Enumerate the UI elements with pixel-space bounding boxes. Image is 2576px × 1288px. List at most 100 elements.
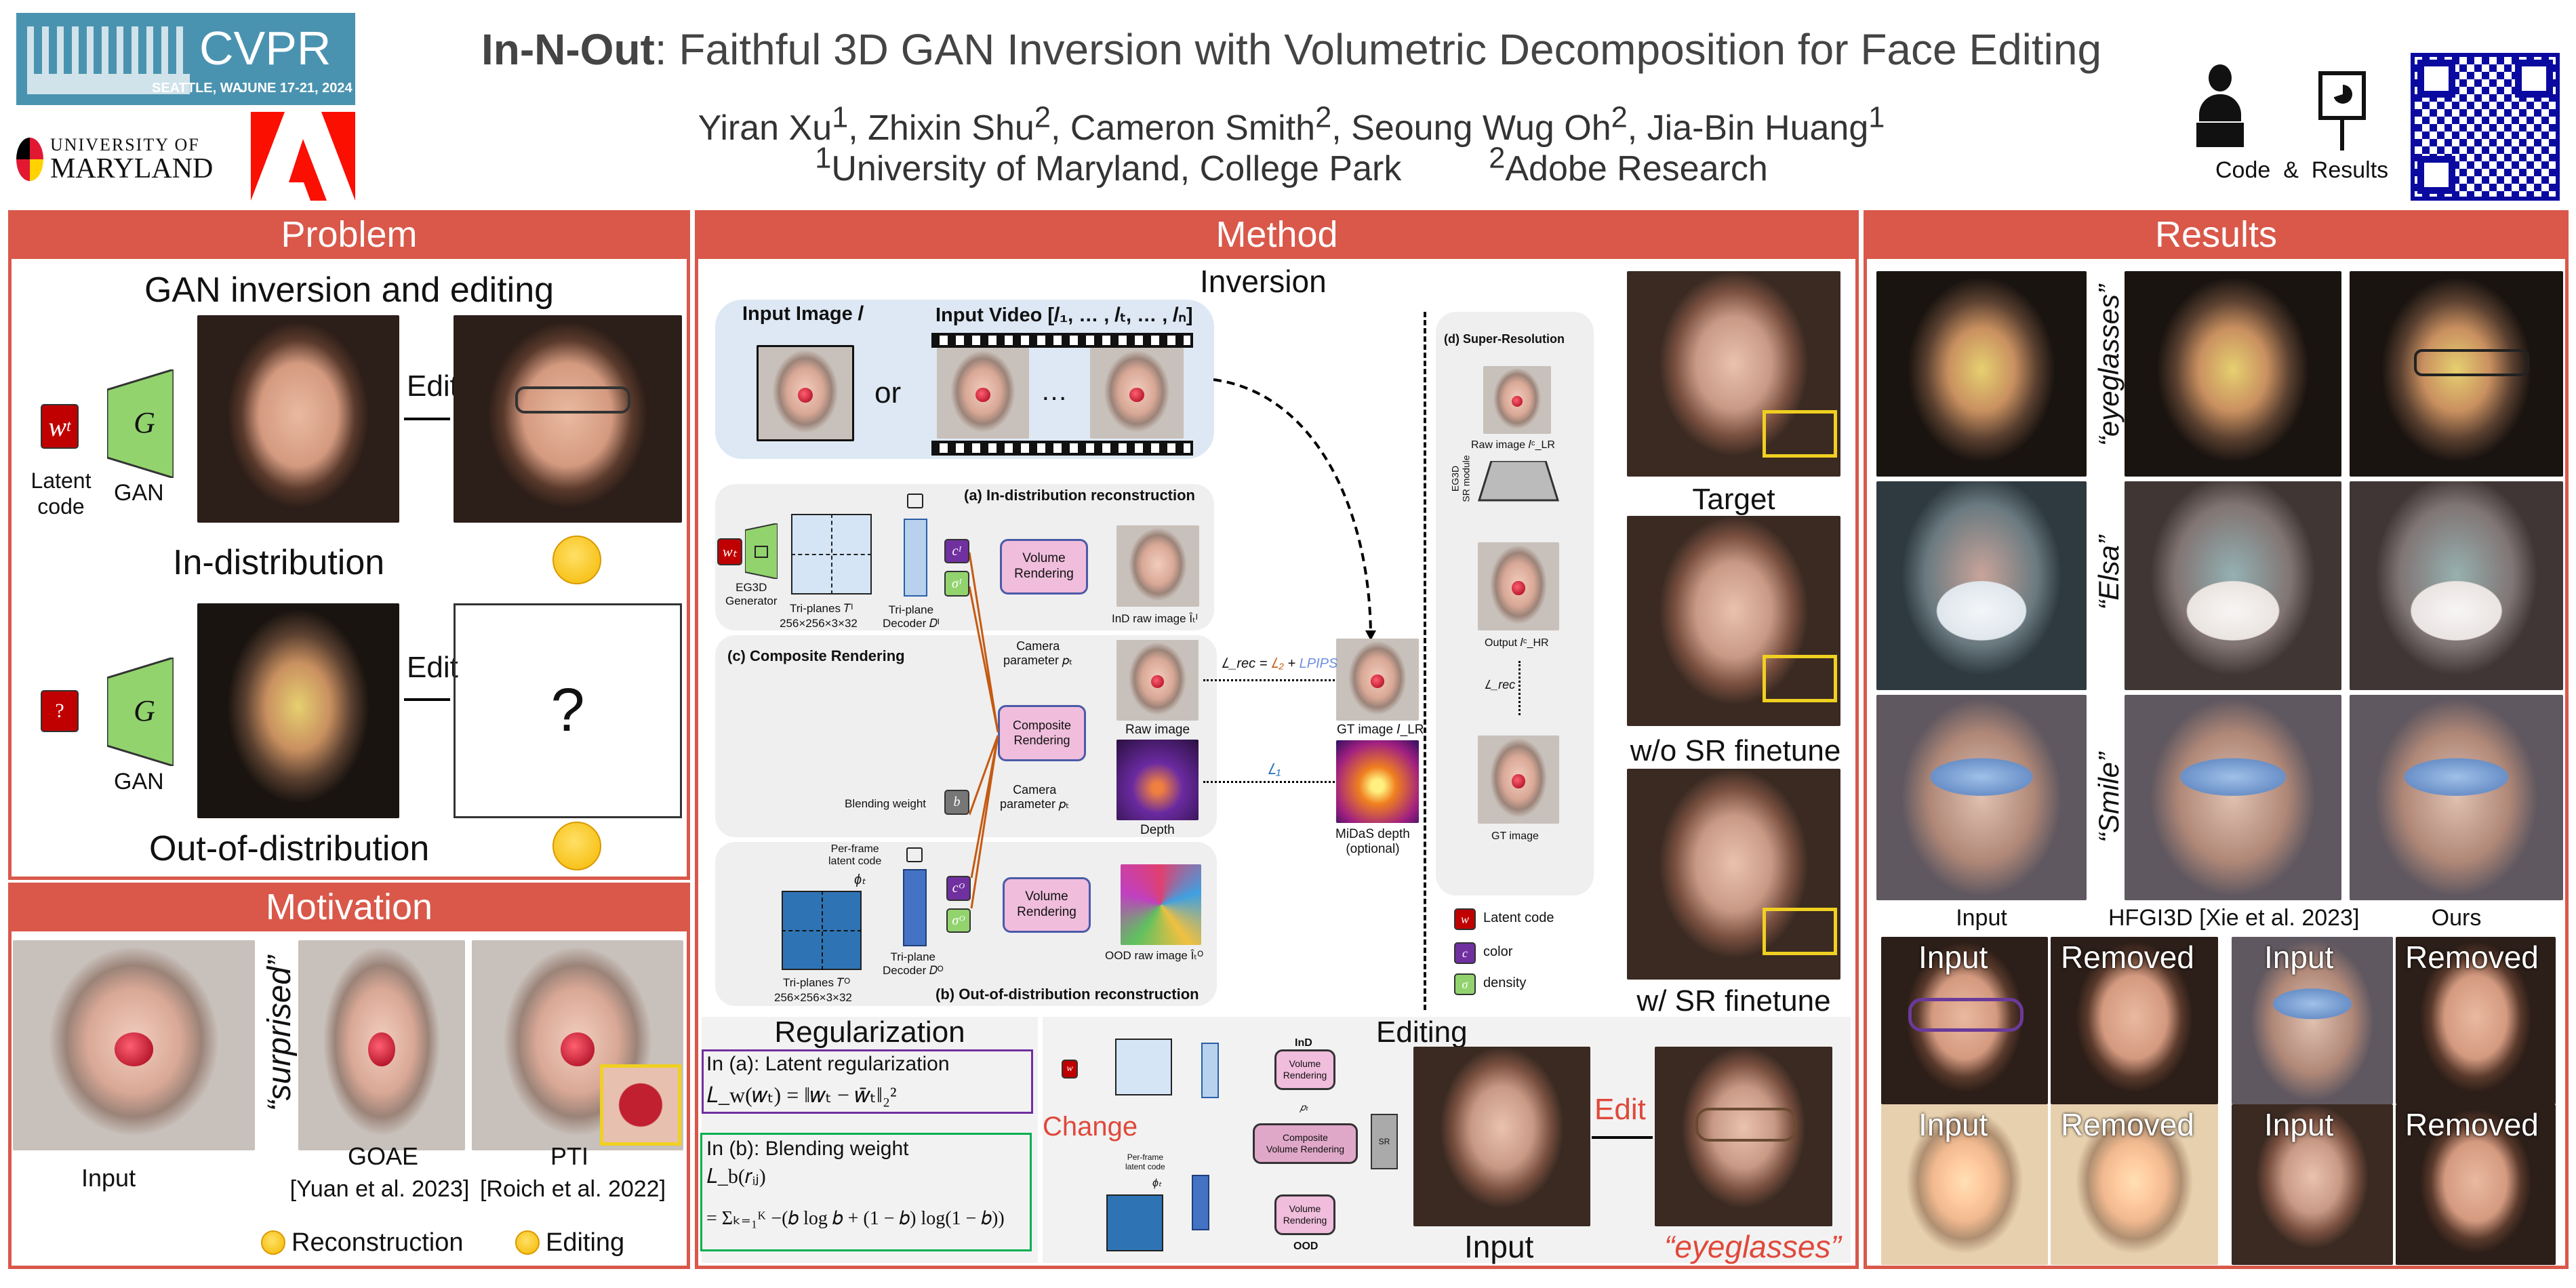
video-frame-1 [937,348,1029,439]
sr-without-finetune-image [1627,516,1840,726]
removal-removed-3 [2396,937,2556,1104]
per-frame-label: Per-frame latent code [828,843,882,867]
sr-title: (d) Super-Resolution [1444,332,1565,346]
author: Jia-Bin Huang1 [1647,102,1885,148]
gt-image-label: GT image 𝐼_LR [1337,723,1424,737]
gan-symbol: G [134,406,155,439]
developer-icon[interactable] [2196,64,2244,153]
inversion-title: Inversion [1200,264,1327,299]
removal-removed-1 [2051,937,2218,1104]
legend-density-label: density [1483,975,1527,990]
goae-label: GOAE [347,1142,419,1170]
problem-subtitle: GAN inversion and editing [144,270,555,310]
in-dist-edited-photo [454,315,682,523]
triplanes-in-dims: 256×256×3×32 [780,617,858,630]
editing-edit-label: Edit [1594,1093,1646,1126]
depth-image [1116,740,1199,820]
removal-input-3 [2232,937,2393,1104]
legend-latent-swatch: w [1454,908,1476,930]
l1-label: 𝐿₁ [1268,761,1281,778]
lock-icon [907,494,923,508]
removal-removed-2 [2051,1104,2218,1265]
affiliation: 1University of Maryland, College Park [815,142,1402,189]
sr-module-label: EG3D SR module [1449,455,1472,502]
volume-rendering-in: Volume Rendering [1000,539,1088,595]
code-link[interactable]: Code [2215,157,2271,183]
regularization-title: Regularization [774,1015,965,1049]
result-input-3 [1876,695,2087,900]
edit-decoder-in [1201,1043,1219,1098]
sr-with-finetune-label: w/ SR finetune [1636,984,1831,1018]
pti-cite: [Roich et al. 2022] [479,1176,666,1202]
frown-face-icon [515,1230,540,1255]
unknown-latent-box: ? [41,690,79,732]
ellipsis: … [1041,376,1068,406]
out-dist-label: Out-of-distribution [149,829,430,868]
panel-a-title: (a) In-distribution reconstruction [964,487,1195,504]
cvpr-name: CVPR [199,22,331,75]
cvpr-location: SEATTLE, WA [152,81,242,96]
gt-image [1336,639,1419,721]
cvpr-dates: JUNE 17-21, 2024 [240,81,353,96]
result-ours-1 [2350,271,2563,477]
color-in-box: cᴵ [944,539,969,563]
midas-depth-image [1336,740,1419,823]
panel-b-title: (b) Out-of-distribution reconstruction [935,986,1199,1003]
edit-composite-rendering: Composite Volume Rendering [1253,1123,1358,1164]
result-hfgi3d-2 [2125,481,2341,690]
editing-output-image [1655,1047,1832,1226]
removal-removed-4 [2396,1104,2556,1265]
panel-c-title: (c) Composite Rendering [727,647,905,664]
pti-label: PTI [550,1142,588,1170]
sr-without-finetune-label: w/o SR finetune [1630,734,1841,767]
author: Yiran Xu1, [698,102,868,148]
input-video-label: Input Video [𝐼₁, … , 𝐼ₜ, … , 𝐼ₙ] [935,304,1193,326]
surprised-label: “surprised” [262,956,298,1112]
triplanes-out-label: Tri-planes 𝑇ᴼ [783,976,851,989]
eg3d-generator-label: EG3D Generator [725,581,778,607]
umd-line1: UNIVERSITY OF [50,135,200,155]
removal-input-label-1: Input [1918,940,1988,975]
edit-triplanes-out [1106,1194,1163,1251]
phi-label: ϕₜ [854,872,866,887]
sr-lrec-arrow [1518,661,1521,715]
legend-latent-label: Latent code [1483,910,1554,925]
removal-removed-label-3: Removed [2405,940,2539,975]
row-label-elsa: “Elsa” [2093,536,2125,610]
row-label-smile: “Smile” [2093,752,2125,843]
qr-code[interactable] [2411,53,2560,201]
lrec-label: 𝐿_rec = 𝐿₂ + LPIPS [1222,656,1338,671]
removal-removed-label-4: Removed [2405,1107,2539,1142]
removal-input-label-4: Input [2264,1107,2334,1142]
sr-lrec-label: 𝐿_rec [1485,678,1516,691]
results-header: Results [1864,210,2569,259]
results-link[interactable]: Results [2311,157,2389,183]
col-label-input: Input [1956,905,2007,931]
ind-raw-label: InD raw image Îₜᴵ [1112,612,1198,625]
presentation-icon[interactable] [2318,64,2366,153]
unknown-result-box: ? [454,603,682,818]
gan-generator-icon [107,369,174,478]
edit-decoder-out [1192,1175,1209,1230]
edit-ood-label: OOD [1293,1241,1319,1252]
author: Zhixin Shu2, [868,102,1070,148]
row-label-eyeglasses: “eyeglasses” [2093,285,2125,447]
result-hfgi3d-3 [2125,695,2341,900]
edit-per-frame-label: Per-frame latent code [1125,1152,1165,1171]
ood-raw-label: OOD raw image Îₜᴼ [1105,949,1204,962]
change-label: Change [1043,1112,1138,1142]
result-ours-3 [2350,695,2563,900]
motivation-header: Motivation [8,883,690,931]
film-strip-top [931,333,1193,348]
video-frame-n [1090,348,1184,439]
depth-label: Depth [1140,823,1175,837]
triplanes-in-label: Tri-planes 𝑇ᴵ [790,602,853,615]
composite-rendering: Composite Rendering [998,705,1086,761]
raw-image-label: Raw image [1125,723,1190,737]
in-dist-input-photo [197,315,399,523]
unlock-icon [906,847,923,862]
midas-label: MiDaS depth (optional) [1335,827,1410,856]
author: Cameron Smith2, [1070,102,1352,148]
sr-raw-label: Raw image 𝐼ᶜ_LR [1471,439,1555,451]
